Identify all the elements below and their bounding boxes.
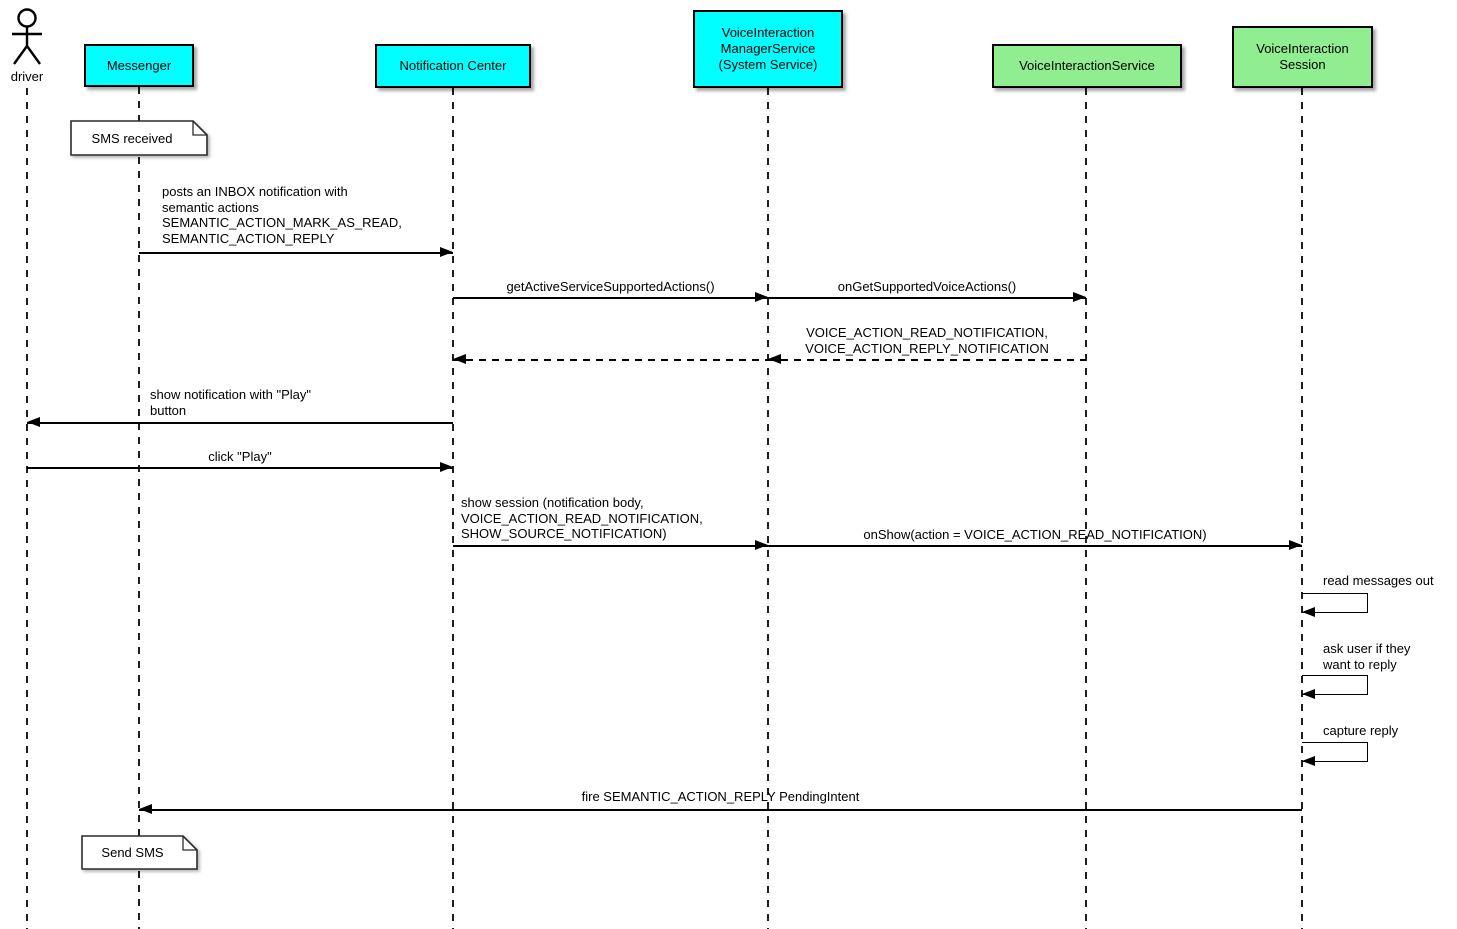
participant-driver-label: driver	[10, 69, 44, 84]
self-message-loop	[1302, 593, 1368, 613]
arrowhead-icon	[440, 462, 453, 472]
message-line	[768, 545, 1302, 547]
message-label: capture reply	[1323, 723, 1399, 738]
note-sms-received-shape	[70, 120, 208, 156]
arrowhead-icon	[755, 540, 768, 550]
message-label: show session (notification body, VOICE_A…	[461, 495, 703, 541]
message-label: onGetSupportedVoiceActions()	[837, 279, 1017, 294]
lifeline-messenger	[138, 87, 140, 929]
arrowhead-icon	[1073, 292, 1086, 302]
arrowhead-icon	[453, 354, 466, 364]
message-label: fire SEMANTIC_ACTION_REPLY PendingIntent	[581, 789, 860, 804]
actor-icon	[12, 8, 42, 65]
message-label: click "Play"	[208, 449, 272, 464]
participant-voice-interaction-service: VoiceInteractionService	[992, 44, 1182, 88]
note-sms-received: SMS received	[91, 130, 173, 146]
lifeline-voice-interaction-manager-service	[767, 88, 769, 929]
message-line	[453, 545, 768, 547]
message-label: VOICE_ACTION_READ_NOTIFICATION, VOICE_AC…	[805, 325, 1049, 356]
arrowhead-icon	[1289, 540, 1302, 550]
arrowhead-icon	[1302, 607, 1315, 617]
message-line	[768, 359, 1086, 361]
lifeline-voice-interaction-service	[1085, 88, 1087, 929]
arrowhead-icon	[1302, 756, 1315, 766]
message-line	[453, 297, 768, 299]
participant-voice-interaction-session: VoiceInteraction Session	[1232, 26, 1373, 88]
lifeline-notification-center	[452, 88, 454, 929]
message-label: show notification with "Play" button	[150, 387, 311, 418]
arrowhead-icon	[1302, 689, 1315, 699]
arrowhead-icon	[440, 247, 453, 257]
message-label: posts an INBOX notification with semanti…	[162, 184, 402, 246]
note-send-sms-shape	[81, 835, 198, 870]
arrowhead-icon	[139, 804, 152, 814]
message-line	[139, 252, 453, 254]
lifeline-voice-interaction-session	[1301, 88, 1303, 929]
arrowhead-icon	[768, 354, 781, 364]
participant-messenger: Messenger	[84, 44, 194, 87]
message-line	[768, 297, 1086, 299]
message-label: getActiveServiceSupportedActions()	[506, 279, 715, 294]
participant-notification-center: Notification Center	[375, 44, 531, 88]
arrowhead-icon	[755, 292, 768, 302]
message-line	[27, 422, 453, 424]
lifeline-driver	[26, 88, 28, 929]
message-label: ask user if they want to reply	[1323, 641, 1411, 672]
message-label: read messages out	[1323, 573, 1434, 588]
message-line	[27, 467, 453, 469]
message-line	[139, 809, 1302, 811]
note-send-sms: Send SMS	[101, 845, 164, 860]
message-label: onShow(action = VOICE_ACTION_READ_NOTIFI…	[863, 527, 1207, 542]
arrowhead-icon	[27, 417, 40, 427]
participant-voice-interaction-manager-service: VoiceInteraction ManagerService (System …	[693, 10, 843, 88]
message-line	[453, 359, 768, 361]
self-message-loop	[1302, 675, 1368, 695]
self-message-loop	[1302, 742, 1368, 762]
